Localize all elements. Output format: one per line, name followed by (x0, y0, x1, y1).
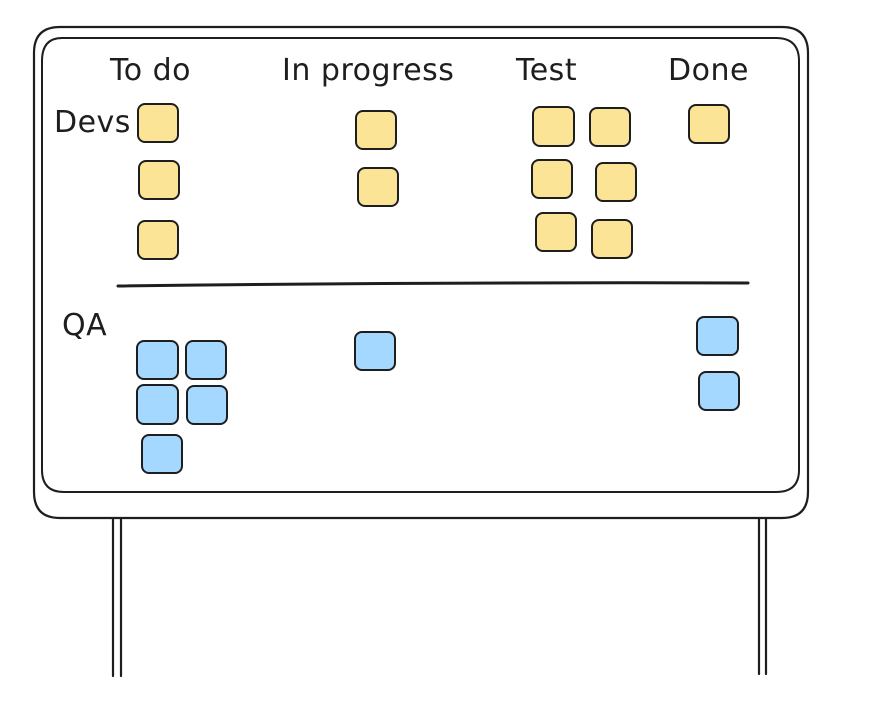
sticky-note-devs-test (535, 212, 577, 252)
sticky-note-qa-to-do (141, 434, 183, 474)
sticky-note-devs-to-do (138, 160, 180, 200)
column-header-test: Test (515, 53, 577, 88)
sticky-note-devs-test (532, 106, 575, 147)
column-header-done: Done (668, 53, 749, 88)
sticky-note-devs-test (591, 219, 633, 259)
sticky-note-qa-to-do (185, 340, 227, 380)
devs-notes (137, 103, 730, 260)
sticky-note-qa-done (698, 371, 740, 411)
lane-divider-line (116, 281, 750, 288)
sticky-note-devs-test (531, 159, 573, 199)
sticky-note-qa-to-do (136, 384, 179, 425)
sticky-note-qa-in-progress (354, 331, 396, 371)
sticky-note-devs-to-do (137, 103, 179, 143)
sticky-note-qa-to-do (186, 385, 228, 425)
board-legs (111, 512, 768, 678)
row-label-qa: QA (62, 308, 107, 343)
sticky-note-qa-done (696, 316, 739, 356)
board-frame-inner (41, 37, 800, 493)
sticky-note-devs-in-progress (355, 110, 397, 150)
column-header-in-progress: In progress (282, 53, 454, 88)
sticky-note-devs-in-progress (357, 167, 399, 207)
qa-notes (136, 316, 740, 474)
column-header-to-do: To do (109, 53, 191, 88)
sticky-note-devs-test (595, 162, 637, 202)
sticky-note-devs-to-do (137, 220, 179, 260)
sticky-note-qa-to-do (136, 340, 179, 380)
row-label-devs: Devs (54, 105, 131, 140)
sticky-note-devs-done (688, 104, 730, 144)
sticky-note-devs-test (589, 107, 631, 147)
